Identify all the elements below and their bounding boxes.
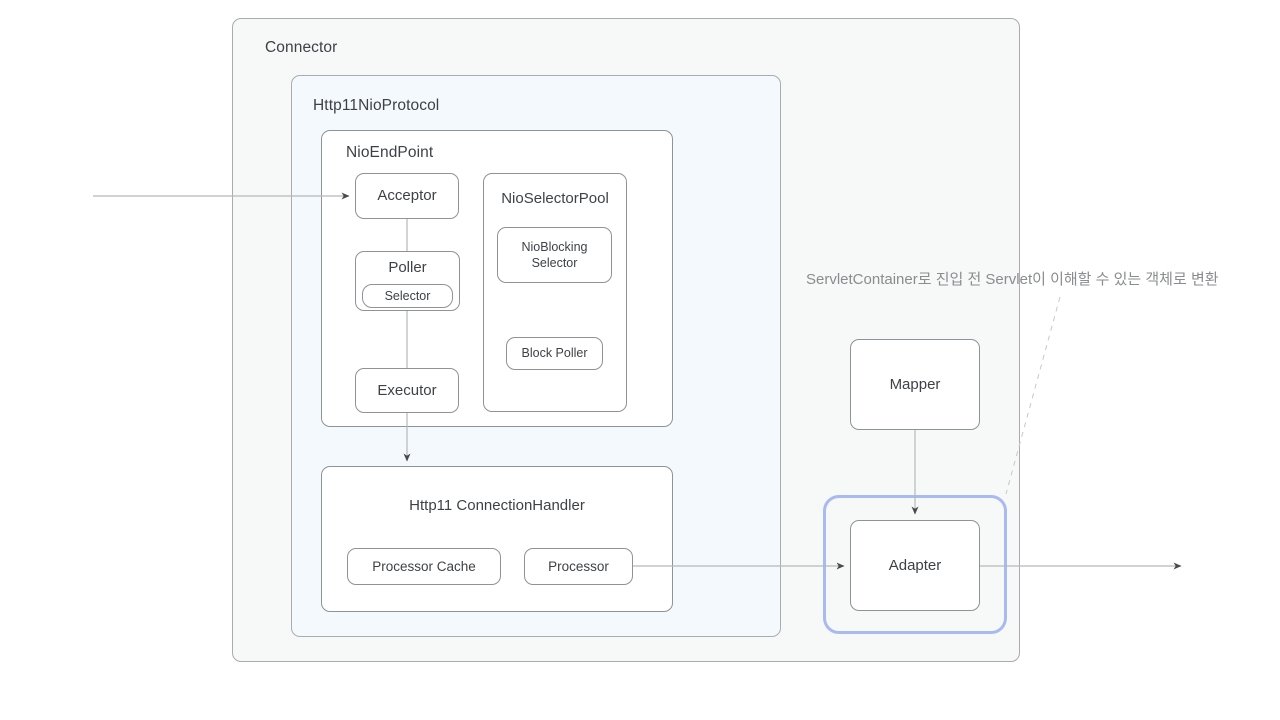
selector-label: Selector <box>384 288 431 303</box>
mapper-label: Mapper <box>889 375 941 393</box>
blockpoller-node: Block Poller <box>506 337 603 370</box>
blockpoller-label: Block Poller <box>521 346 588 361</box>
executor-node: Executor <box>355 368 459 413</box>
acceptor-label: Acceptor <box>377 187 437 205</box>
annotation-text: ServletContainer로 진입 전 Servlet이 이해할 수 있는… <box>806 271 1219 288</box>
http11nioprotocol-label: Http11NioProtocol <box>313 97 440 114</box>
adapter-label: Adapter <box>888 556 942 574</box>
nioselectorpool-box: NioSelectorPool <box>483 173 627 412</box>
nioblockingselector-node: NioBlocking Selector <box>497 227 612 283</box>
processorcache-label: Processor Cache <box>372 558 476 574</box>
processor-label: Processor <box>548 558 609 574</box>
executor-label: Executor <box>377 381 437 399</box>
processor-node: Processor <box>524 548 633 585</box>
processorcache-node: Processor Cache <box>347 548 501 585</box>
nioselectorpool-label: NioSelectorPool <box>501 190 609 207</box>
selector-node: Selector <box>362 284 453 308</box>
connectionhandler-label: Http11 ConnectionHandler <box>409 497 585 514</box>
connector-label: Connector <box>265 39 338 56</box>
nioendpoint-label: NioEndPoint <box>346 144 434 161</box>
acceptor-node: Acceptor <box>355 173 459 219</box>
mapper-node: Mapper <box>850 339 980 430</box>
adapter-node: Adapter <box>850 520 980 611</box>
nioblockingselector-label: NioBlocking Selector <box>521 239 588 270</box>
poller-label: Poller <box>388 259 427 276</box>
connectionhandler-box: Http11 ConnectionHandler <box>321 466 673 612</box>
